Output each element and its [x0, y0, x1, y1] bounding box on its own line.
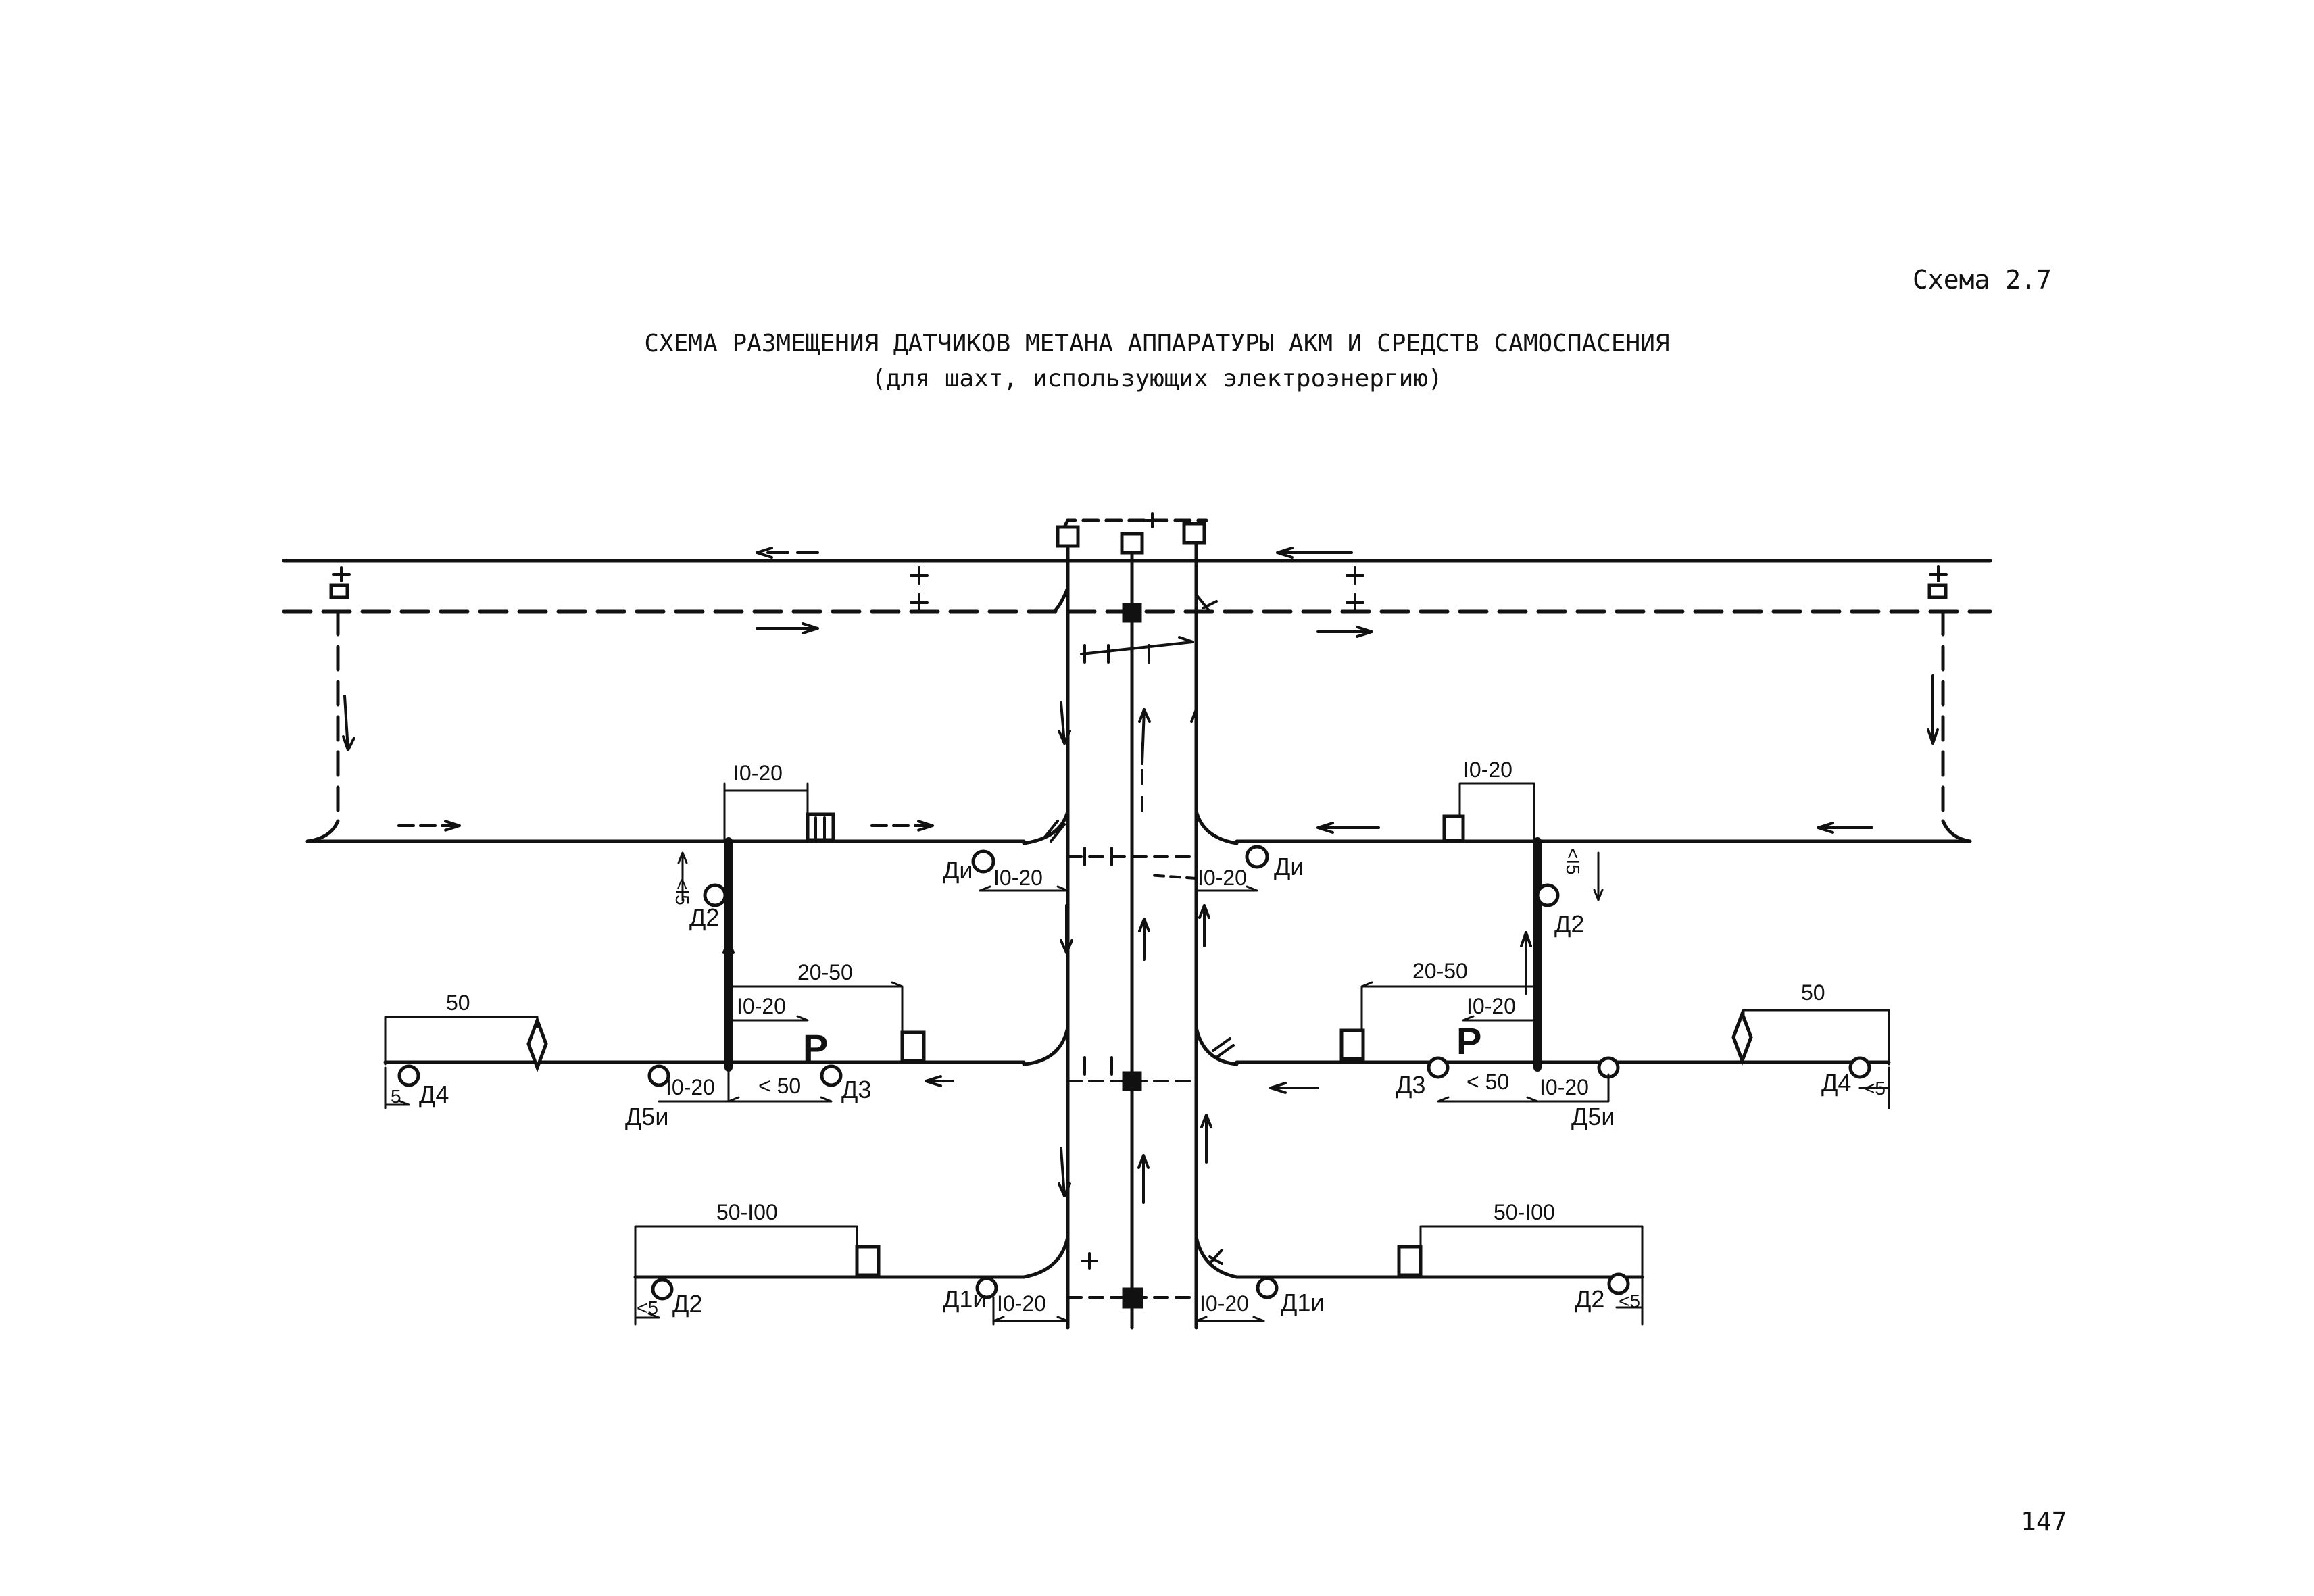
dim-left-5: 5: [391, 1086, 401, 1107]
middle-airflow-arrows: [925, 1075, 1319, 1094]
label-d2-upper-right: Д2: [1554, 910, 1584, 938]
right-return-raise: [1927, 565, 1972, 843]
lower-right-sensor-d2: [1607, 1272, 1630, 1295]
dim-right-bottom-10-20: I0-20: [1540, 1075, 1589, 1099]
upper-right-self-rescuer-box: [1442, 814, 1465, 843]
dim-mid-right-10-20: I0-20: [1467, 994, 1516, 1018]
lower-left-self-rescuer-box: [855, 1245, 881, 1277]
label-d5i-left: Д5и: [625, 1103, 669, 1130]
dim-bottom-right-50-100: 50-I00: [1494, 1200, 1555, 1224]
diagram-subtitle: (для шахт, использующих электроэнергию): [871, 365, 1443, 393]
dim-bottom-left-lt5: <5: [637, 1297, 658, 1318]
upper-left-self-rescuer-box: [806, 812, 835, 842]
label-d1i-left: Д1и: [943, 1285, 987, 1313]
dim-bottom-left-50-100: 50-I00: [716, 1200, 778, 1224]
central-shaft: [1022, 512, 1239, 1330]
middle-left-sensor-d5i: [647, 1064, 670, 1087]
label-d2-lower-left: Д2: [672, 1290, 702, 1318]
dim-top-left-10-20: I0-20: [733, 761, 783, 785]
left-return-raise: [305, 566, 355, 843]
dim-center-left-10-20: I0-20: [993, 866, 1043, 890]
dim-left-lt50: < 50: [758, 1074, 801, 1098]
middle-dimension-lines: [384, 981, 1890, 1109]
dim-left-50: 50: [446, 991, 470, 1015]
dim-right-lt15: <I5: [1562, 848, 1583, 875]
dim-mid-left-10-20: I0-20: [737, 994, 786, 1018]
label-di-right: Ди: [1274, 853, 1304, 880]
lower-right-sensor-d1i: [1256, 1276, 1279, 1299]
dim-bottom-center-left-10-20: I0-20: [997, 1291, 1046, 1316]
label-d2-lower-right: Д2: [1575, 1285, 1604, 1313]
lower-dimension-lines: [634, 1225, 1644, 1326]
self-rescuer-symbol-right: Р: [1456, 1020, 1481, 1062]
dim-left-bottom-10-20: I0-20: [666, 1075, 715, 1099]
label-d3-right: Д3: [1396, 1071, 1425, 1099]
lower-left-sensor-d1i: [975, 1276, 998, 1299]
dim-mid-right-20-50: 20-50: [1412, 959, 1468, 983]
dim-mid-left-20-50: 20-50: [797, 960, 853, 984]
label-d4-right: Д4: [1821, 1069, 1851, 1097]
dim-bottom-right-lt5: <5: [1619, 1291, 1640, 1312]
diagram-title: СХЕМА РАЗМЕЩЕНИЯ ДАТЧИКОВ МЕТАНА АППАРАТ…: [644, 330, 1670, 357]
top-airflow-arrows: [756, 547, 1373, 638]
label-d4-left: Д4: [419, 1080, 449, 1108]
lower-left-sensor-d2: [651, 1278, 674, 1301]
dim-right-50: 50: [1801, 980, 1825, 1005]
middle-right-self-rescuer-box: [1339, 1028, 1365, 1061]
self-rescuer-symbol-left: Р: [803, 1026, 828, 1069]
top-plus-marks: [910, 566, 1364, 612]
upper-left-sensor-di: [971, 849, 995, 874]
label-d5i-right: Д5и: [1571, 1103, 1615, 1130]
dim-bottom-center-right-10-20: I0-20: [1200, 1291, 1249, 1316]
lower-right-self-rescuer-box: [1397, 1245, 1423, 1277]
upper-right-sensor-di: [1245, 845, 1269, 869]
dim-left-lt15: <I5: [672, 878, 693, 905]
dim-right-lt5: <5: [1864, 1078, 1886, 1099]
middle-right-sensor-d3: [1427, 1056, 1450, 1079]
upper-right-sensor-d2: [1535, 883, 1560, 907]
middle-left-sensor-d3: [820, 1064, 843, 1087]
middle-left-self-rescuer-box: [900, 1030, 926, 1063]
upper-airflow-arrows: [397, 820, 1873, 834]
scheme-number-label: Схема 2.7: [1913, 265, 2052, 295]
dim-top-right-10-20: I0-20: [1463, 757, 1512, 782]
page-number: 147: [2021, 1507, 2067, 1537]
dim-right-lt50: < 50: [1467, 1070, 1509, 1094]
middle-right-sensor-d4: [1848, 1056, 1871, 1079]
dim-center-right-10-20: I0-20: [1198, 866, 1247, 890]
upper-left-sensor-d2: [703, 883, 727, 907]
middle-left-sensor-d4: [397, 1064, 420, 1087]
label-d1i-right: Д1и: [1281, 1289, 1325, 1316]
middle-right-diamond: [1731, 1008, 1753, 1066]
label-di-left: Ди: [943, 856, 973, 884]
label-d2-upper-left: Д2: [689, 903, 719, 931]
middle-left-diamond: [526, 1015, 548, 1073]
upper-dimension-lines: [677, 782, 1604, 901]
label-d3-left: Д3: [841, 1076, 871, 1103]
